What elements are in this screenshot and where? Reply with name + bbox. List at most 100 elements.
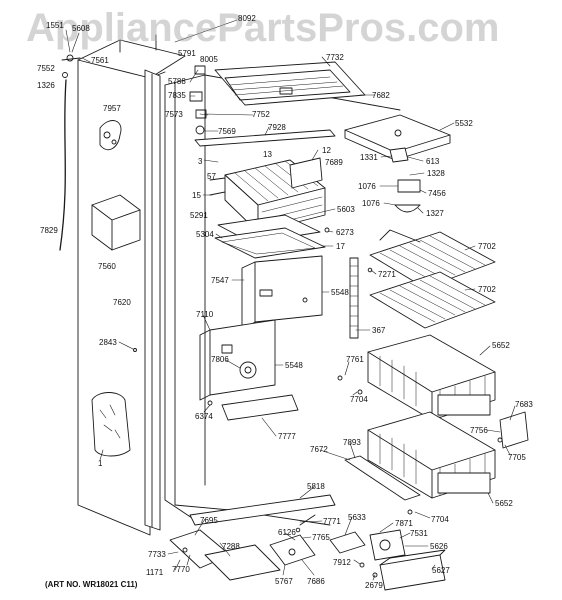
part-label-7560[interactable]: 7560 (98, 262, 116, 271)
part-label-7702-lower[interactable]: 7702 (478, 285, 496, 294)
insulation-block-7560 (91, 194, 141, 251)
part-label-1331[interactable]: 1331 (360, 153, 378, 162)
part-label-5767[interactable]: 5767 (275, 577, 293, 586)
part-label-7456[interactable]: 7456 (428, 189, 446, 198)
part-label-7561[interactable]: 7561 (91, 56, 109, 65)
part-label-7547[interactable]: 7547 (211, 276, 229, 285)
part-label-5304[interactable]: 5304 (196, 230, 214, 239)
part-label-2679[interactable]: 2679 (365, 581, 383, 590)
part-label-7552[interactable]: 7552 (37, 64, 55, 73)
part-label-7732[interactable]: 7732 (326, 53, 344, 62)
part-label-6126[interactable]: 6126 (278, 528, 296, 537)
part-label-7620[interactable]: 7620 (113, 298, 131, 307)
part-label-7928[interactable]: 7928 (268, 123, 286, 132)
air-channel-7777 (221, 394, 299, 421)
part-label-7288[interactable]: 7288 (222, 542, 240, 551)
bottom-rail-5818 (189, 494, 336, 526)
slide-rail-7672 (344, 455, 421, 501)
part-label-7957[interactable]: 7957 (103, 104, 121, 113)
part-label-1328[interactable]: 1328 (427, 169, 445, 178)
part-label-17[interactable]: 17 (336, 242, 345, 251)
part-label-1076-lower[interactable]: 1076 (362, 199, 380, 208)
part-label-1[interactable]: 1 (98, 459, 103, 468)
part-label-613[interactable]: 613 (426, 157, 440, 166)
part-label-6273[interactable]: 6273 (336, 228, 354, 237)
part-label-7756[interactable]: 7756 (470, 426, 488, 435)
part-label-7695[interactable]: 7695 (200, 516, 218, 525)
part-label-7705[interactable]: 7705 (508, 453, 526, 462)
part-label-7271[interactable]: 7271 (378, 270, 396, 279)
part-label-7682[interactable]: 7682 (372, 91, 390, 100)
part-label-5791[interactable]: 5791 (178, 49, 196, 58)
cover-5633 (329, 531, 366, 554)
part-label-7912[interactable]: 7912 (333, 558, 351, 567)
screws (133, 227, 503, 578)
part-label-2843[interactable]: 2843 (99, 338, 117, 347)
fan-motor-5626 (369, 529, 406, 561)
part-label-8005[interactable]: 8005 (200, 55, 218, 64)
part-label-7806[interactable]: 7806 (211, 355, 229, 364)
part-label-5788[interactable]: 5788 (168, 77, 186, 86)
part-label-5818[interactable]: 5818 (307, 482, 325, 491)
part-label-8092[interactable]: 8092 (238, 14, 256, 23)
part-label-7761[interactable]: 7761 (346, 355, 364, 364)
part-label-7704-lower[interactable]: 7704 (431, 515, 449, 524)
part-label-12[interactable]: 12 (322, 146, 331, 155)
part-label-15[interactable]: 15 (192, 191, 201, 200)
part-label-57[interactable]: 57 (207, 172, 216, 181)
part-label-7569[interactable]: 7569 (218, 127, 236, 136)
part-label-13[interactable]: 13 (263, 150, 272, 159)
tube-7561 (61, 57, 81, 61)
part-label-6374[interactable]: 6374 (195, 412, 213, 421)
part-label-7573[interactable]: 7573 (165, 110, 183, 119)
part-label-7835[interactable]: 7835 (168, 91, 186, 100)
wire-harness-7957 (99, 120, 122, 151)
part-label-7683[interactable]: 7683 (515, 400, 533, 409)
part-label-7733[interactable]: 7733 (148, 550, 166, 559)
part-label-7829[interactable]: 7829 (40, 226, 58, 235)
part-label-367[interactable]: 367 (372, 326, 386, 335)
part-label-5652-lower[interactable]: 5652 (495, 499, 513, 508)
part-label-7771[interactable]: 7771 (323, 517, 341, 526)
baffle-7928 (194, 129, 336, 147)
art-number: (ART NO. WR18021 C11) (45, 580, 138, 589)
parts-bag-1 (91, 392, 131, 457)
evaporator-cover-7547 (241, 255, 323, 331)
part-label-5548-lower[interactable]: 5548 (285, 361, 303, 370)
wire-shelf-7702-lower (369, 271, 496, 329)
part-label-1327[interactable]: 1327 (426, 209, 444, 218)
part-label-7689[interactable]: 7689 (325, 158, 343, 167)
part-label-7110[interactable]: 7110 (196, 310, 214, 319)
part-label-1326[interactable]: 1326 (37, 81, 55, 90)
wire-basket-5652-upper (367, 334, 496, 421)
part-label-7702-upper[interactable]: 7702 (478, 242, 496, 251)
leader-lines (65, 19, 516, 581)
foam-block-7689 (289, 157, 323, 189)
part-label-7777[interactable]: 7777 (278, 432, 296, 441)
part-label-5603[interactable]: 5603 (337, 205, 355, 214)
part-label-3[interactable]: 3 (198, 157, 203, 166)
part-label-1171[interactable]: 1171 (146, 568, 164, 577)
part-label-5652-upper[interactable]: 5652 (492, 341, 510, 350)
part-label-7752[interactable]: 7752 (252, 110, 270, 119)
plate-7288 (204, 544, 281, 581)
part-label-5626[interactable]: 5626 (430, 542, 448, 551)
part-label-5633[interactable]: 5633 (348, 513, 366, 522)
part-label-7770[interactable]: 7770 (172, 565, 190, 574)
part-label-7893[interactable]: 7893 (343, 438, 361, 447)
fan-bracket-5548 (199, 319, 276, 401)
part-label-5608[interactable]: 5608 (72, 24, 90, 33)
part-label-1076-upper[interactable]: 1076 (358, 182, 376, 191)
part-label-5532[interactable]: 5532 (455, 119, 473, 128)
part-label-5548-upper[interactable]: 5548 (331, 288, 349, 297)
part-label-7531[interactable]: 7531 (410, 529, 428, 538)
part-label-5627[interactable]: 5627 (432, 566, 450, 575)
part-label-7704-upper[interactable]: 7704 (350, 395, 368, 404)
part-label-7672[interactable]: 7672 (310, 445, 328, 454)
drain-pan-layers (214, 214, 326, 259)
part-label-5291[interactable]: 5291 (190, 211, 208, 220)
part-label-1551[interactable]: 1551 (46, 21, 64, 30)
part-label-7686[interactable]: 7686 (307, 577, 325, 586)
part-label-7871[interactable]: 7871 (395, 519, 413, 528)
part-label-7765[interactable]: 7765 (312, 533, 330, 542)
